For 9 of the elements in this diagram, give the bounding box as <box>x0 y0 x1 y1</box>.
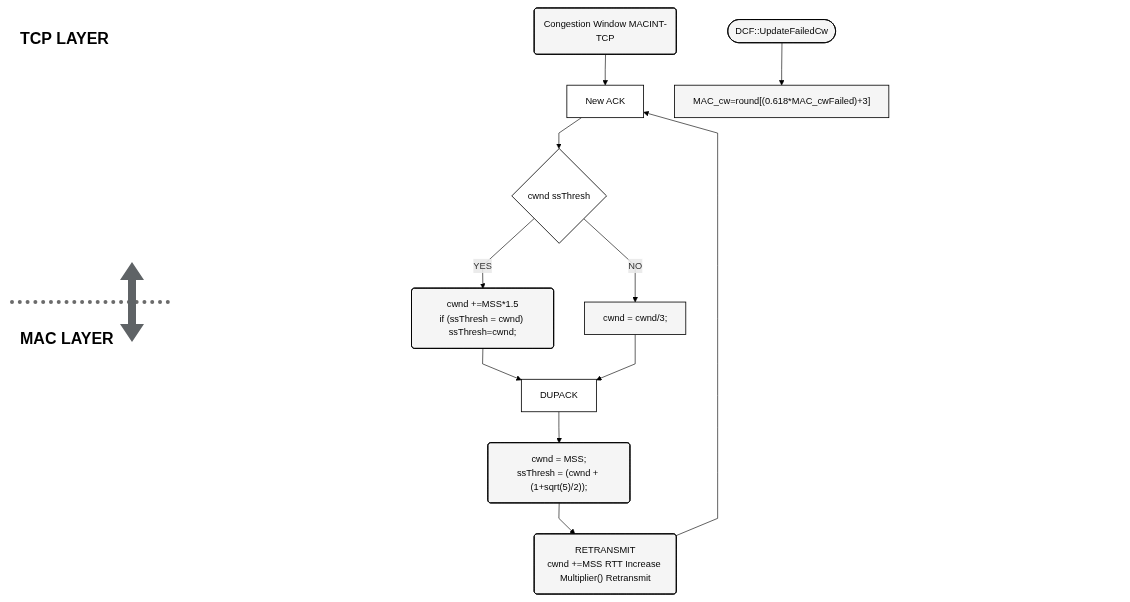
layer-label: TCP LAYER <box>20 30 109 48</box>
edge-label: YES <box>473 260 492 271</box>
node-diamond: cwnd ssThresh <box>511 148 607 244</box>
node-box: MAC_cw=round[(0.618*MAC_cwFailed)+3] <box>673 84 890 119</box>
node-box: New ACK <box>566 84 644 119</box>
edge-label: NO <box>628 260 642 271</box>
node-box: cwnd = cwnd/3; <box>584 301 686 335</box>
layer-label: MAC LAYER <box>20 330 114 348</box>
node-box: DUPACK <box>520 378 597 413</box>
